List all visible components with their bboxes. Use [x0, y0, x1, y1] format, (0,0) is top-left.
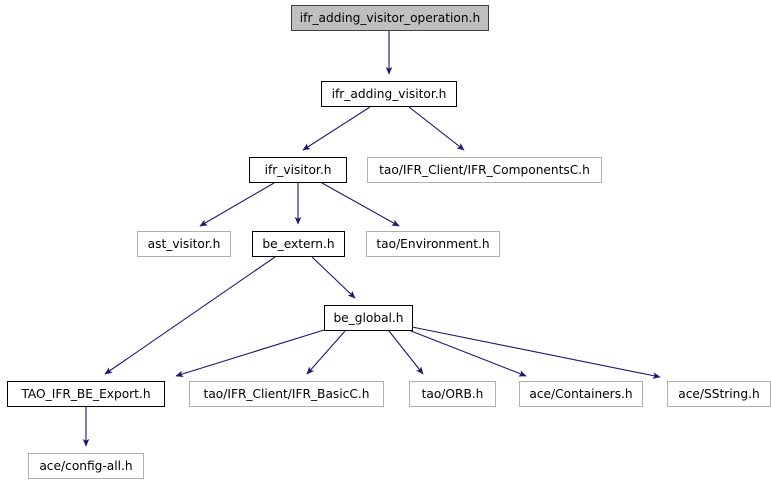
- edge-n2-to-n6: [321, 182, 400, 227]
- edge-n5-to-n8: [104, 256, 276, 375]
- edge-n5-to-n7: [311, 256, 356, 299]
- node-tao-ifr-client-ifr-componentsc-h[interactable]: tao/IFR_Client/IFR_ComponentsC.h: [367, 157, 602, 183]
- node-ifr-visitor-h[interactable]: ifr_visitor.h: [249, 157, 347, 183]
- node-be-extern-h[interactable]: be_extern.h: [252, 231, 345, 257]
- node-ast-visitor-h[interactable]: ast_visitor.h: [137, 231, 231, 257]
- node-label: tao/Environment.h: [376, 236, 490, 251]
- node-ace-containers-h[interactable]: ace/Containers.h: [519, 381, 643, 407]
- node-label: ace/config-all.h: [39, 458, 133, 473]
- edge-group: [82, 31, 661, 447]
- node-label: ast_visitor.h: [147, 236, 221, 251]
- node-label: ifr_adding_visitor.h: [331, 86, 447, 101]
- node-tao-ifr-client-ifr-basicc-h[interactable]: tao/IFR_Client/IFR_BasicC.h: [189, 381, 384, 407]
- node-label: tao/ORB.h: [421, 386, 484, 401]
- node-ifr-adding-visitor-h[interactable]: ifr_adding_visitor.h: [321, 81, 457, 107]
- node-tao-ifr-be-export-h[interactable]: TAO_IFR_BE_Export.h: [7, 381, 165, 407]
- node-label: ace/SString.h: [678, 386, 760, 401]
- node-label: ifr_adding_visitor_operation.h: [299, 10, 481, 25]
- node-label: tao/IFR_Client/IFR_BasicC.h: [203, 386, 370, 401]
- edge-n1-to-n2: [302, 106, 371, 151]
- edge-n7-to-n11: [405, 328, 527, 377]
- node-label: be_global.h: [333, 310, 404, 325]
- node-label: ace/Containers.h: [529, 386, 633, 401]
- node-ace-config-all-h[interactable]: ace/config-all.h: [28, 453, 144, 479]
- edge-n7-to-n12: [411, 326, 661, 379]
- node-label: tao/IFR_Client/IFR_ComponentsC.h: [379, 162, 590, 177]
- node-ifr-adding-visitor-operation-h[interactable]: ifr_adding_visitor_operation.h: [291, 5, 489, 31]
- edge-n1-to-n3: [408, 106, 465, 151]
- node-label: ifr_visitor.h: [264, 162, 332, 177]
- node-ace-sstring-h[interactable]: ace/SString.h: [667, 381, 771, 407]
- edge-n7-to-n10: [388, 330, 424, 375]
- edge-n7-to-n9: [306, 330, 346, 375]
- edge-n7-to-n8: [175, 329, 325, 378]
- edge-n2-to-n4: [199, 182, 275, 227]
- node-label: be_extern.h: [262, 236, 335, 251]
- node-label: TAO_IFR_BE_Export.h: [21, 386, 151, 401]
- node-tao-orb-h[interactable]: tao/ORB.h: [409, 381, 496, 407]
- node-be-global-h[interactable]: be_global.h: [324, 305, 413, 331]
- node-tao-environment-h[interactable]: tao/Environment.h: [366, 231, 500, 257]
